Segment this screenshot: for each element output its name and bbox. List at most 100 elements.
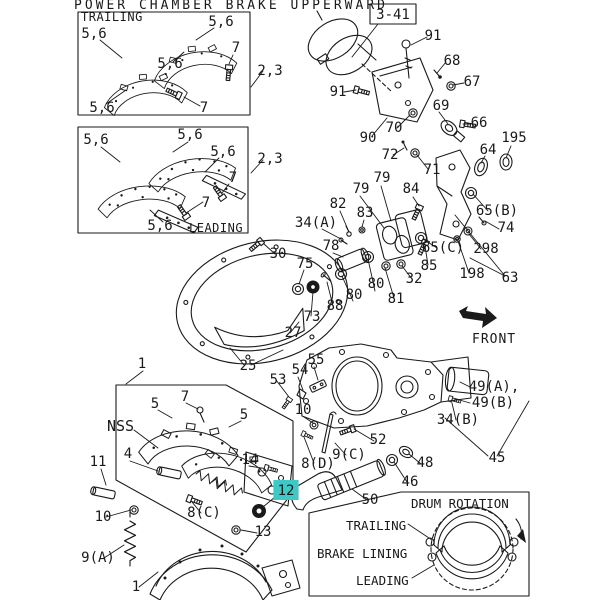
part-label-46[interactable]: 46: [402, 474, 419, 490]
part-label-85[interactable]: 85: [421, 258, 438, 274]
page-ref-box: [369, 3, 417, 25]
trailing-box-label: TRAILING: [81, 10, 143, 24]
part-label-69[interactable]: 69: [433, 98, 450, 114]
part-label-91[interactable]: 91: [425, 28, 442, 44]
trailing-shoes-box-drawing: [77, 11, 251, 118]
part-label-7[interactable]: 7: [181, 389, 189, 405]
static-text-layer: POWER CHAMBER BRAKE UPPERWARD TRAILING L…: [74, 0, 516, 588]
part-label-8d[interactable]: 8(D): [301, 456, 335, 472]
part-label-23[interactable]: 2,3: [257, 63, 282, 79]
part-label-64[interactable]: 64: [480, 142, 497, 158]
part-label-82[interactable]: 82: [330, 196, 347, 212]
part-label-50[interactable]: 50: [362, 492, 379, 508]
part-label-198[interactable]: 198: [459, 266, 484, 282]
part-label-1[interactable]: 1: [138, 356, 146, 372]
part-label-56[interactable]: 5,6: [81, 26, 106, 42]
part-label-32[interactable]: 32: [406, 271, 423, 287]
page-ref-label[interactable]: 3-41: [376, 7, 410, 23]
part-label-66[interactable]: 66: [471, 115, 488, 131]
part-label-65b[interactable]: 65(B): [476, 203, 518, 219]
drum-rotation-title: DRUM ROTATION: [411, 496, 509, 511]
part-label-63[interactable]: 63: [502, 270, 519, 286]
part-label-30[interactable]: 30: [270, 246, 287, 262]
part-label-48[interactable]: 48: [417, 455, 434, 471]
part-label-88[interactable]: 88: [327, 298, 344, 314]
front-arrow-icon: [459, 306, 497, 328]
part-label-25[interactable]: 25: [240, 358, 257, 374]
drum-leading-label: LEADING: [356, 573, 409, 588]
part-label-79[interactable]: 79: [374, 170, 391, 186]
part-label-14[interactable]: 14: [242, 452, 259, 468]
part-label-56[interactable]: 5,6: [83, 132, 108, 148]
part-label-71[interactable]: 71: [424, 162, 441, 178]
part-label-195[interactable]: 195: [501, 130, 526, 146]
power-chamber-drawing: [307, 10, 393, 93]
chamber-hardware-drawing: [352, 39, 513, 177]
part-label-79[interactable]: 79: [353, 181, 370, 197]
selected-part-highlight: [273, 480, 299, 500]
part-label-13[interactable]: 13: [255, 524, 272, 540]
part-label-5[interactable]: 5: [240, 407, 248, 423]
part-label-53[interactable]: 53: [270, 372, 287, 388]
part-label-56[interactable]: 5,6: [208, 14, 233, 30]
part-label-49a[interactable]: 49(A),: [469, 379, 520, 395]
part-label-49b[interactable]: 49(B): [472, 395, 514, 411]
bottom-shoe-drawing: [149, 544, 301, 600]
part-label-70[interactable]: 70: [386, 120, 403, 136]
part-label-8c[interactable]: 8(C): [187, 505, 221, 521]
part-label-80[interactable]: 80: [346, 287, 363, 303]
part-label-55[interactable]: 55: [308, 352, 325, 368]
part-label-80[interactable]: 80: [368, 276, 385, 292]
part-label-68[interactable]: 68: [444, 53, 461, 69]
part-label-7[interactable]: 7: [232, 40, 240, 56]
nss-label: NSS: [107, 417, 134, 435]
part-label-298[interactable]: 298: [473, 241, 498, 257]
leading-box-label: LEADING: [189, 221, 243, 235]
part-label-9a[interactable]: 9(A): [81, 550, 115, 566]
part-label-90[interactable]: 90: [360, 130, 377, 146]
part-label-73[interactable]: 73: [304, 309, 321, 325]
part-label-45[interactable]: 45: [489, 450, 506, 466]
part-label-54[interactable]: 54: [292, 362, 309, 378]
part-label-74[interactable]: 74: [498, 220, 515, 236]
part-label-78[interactable]: 78: [323, 238, 340, 254]
part-label-56[interactable]: 5,6: [177, 127, 202, 143]
part-label-81[interactable]: 81: [388, 291, 405, 307]
part-label-7[interactable]: 7: [202, 195, 210, 211]
part-label-1[interactable]: 1: [132, 579, 140, 595]
part-label-34a[interactable]: 34(A): [295, 215, 337, 231]
part-label-72[interactable]: 72: [382, 147, 399, 163]
drum-trailing-label: TRAILING: [346, 518, 406, 533]
part-label-23[interactable]: 2,3: [257, 151, 282, 167]
part-label-4[interactable]: 4: [124, 446, 132, 462]
part-label-83[interactable]: 83: [357, 205, 374, 221]
part-label-67[interactable]: 67: [464, 74, 481, 90]
part-label-56[interactable]: 5,6: [147, 218, 172, 234]
grommet-12: [252, 504, 266, 518]
part-label-34b[interactable]: 34(B): [437, 412, 479, 428]
part-label-56[interactable]: 5,6: [210, 144, 235, 160]
part-label-84[interactable]: 84: [403, 181, 420, 197]
part-label-12[interactable]: 12: [278, 483, 295, 499]
part-label-65c[interactable]: 65(C): [422, 240, 464, 256]
part-label-10[interactable]: 10: [295, 402, 312, 418]
front-label: FRONT: [472, 332, 516, 347]
part-label-56[interactable]: 5,6: [89, 100, 114, 116]
part-label-91[interactable]: 91: [330, 84, 347, 100]
part-label-52[interactable]: 52: [370, 432, 387, 448]
part-label-7[interactable]: 7: [200, 100, 208, 116]
part-label-10[interactable]: 10: [95, 509, 112, 525]
backing-plate-drawing: [175, 239, 349, 365]
part-label-7[interactable]: 7: [229, 170, 237, 186]
part-label-5[interactable]: 5: [151, 396, 159, 412]
part-label-9c[interactable]: 9(C): [332, 447, 366, 463]
leading-linings-box-drawing: [77, 126, 249, 234]
plate-hardware-drawing: [280, 378, 328, 411]
part-label-11[interactable]: 11: [90, 454, 107, 470]
part-label-56[interactable]: 5,6: [157, 56, 182, 72]
part-label-27[interactable]: 27: [285, 325, 302, 341]
part-label-75[interactable]: 75: [297, 256, 314, 272]
